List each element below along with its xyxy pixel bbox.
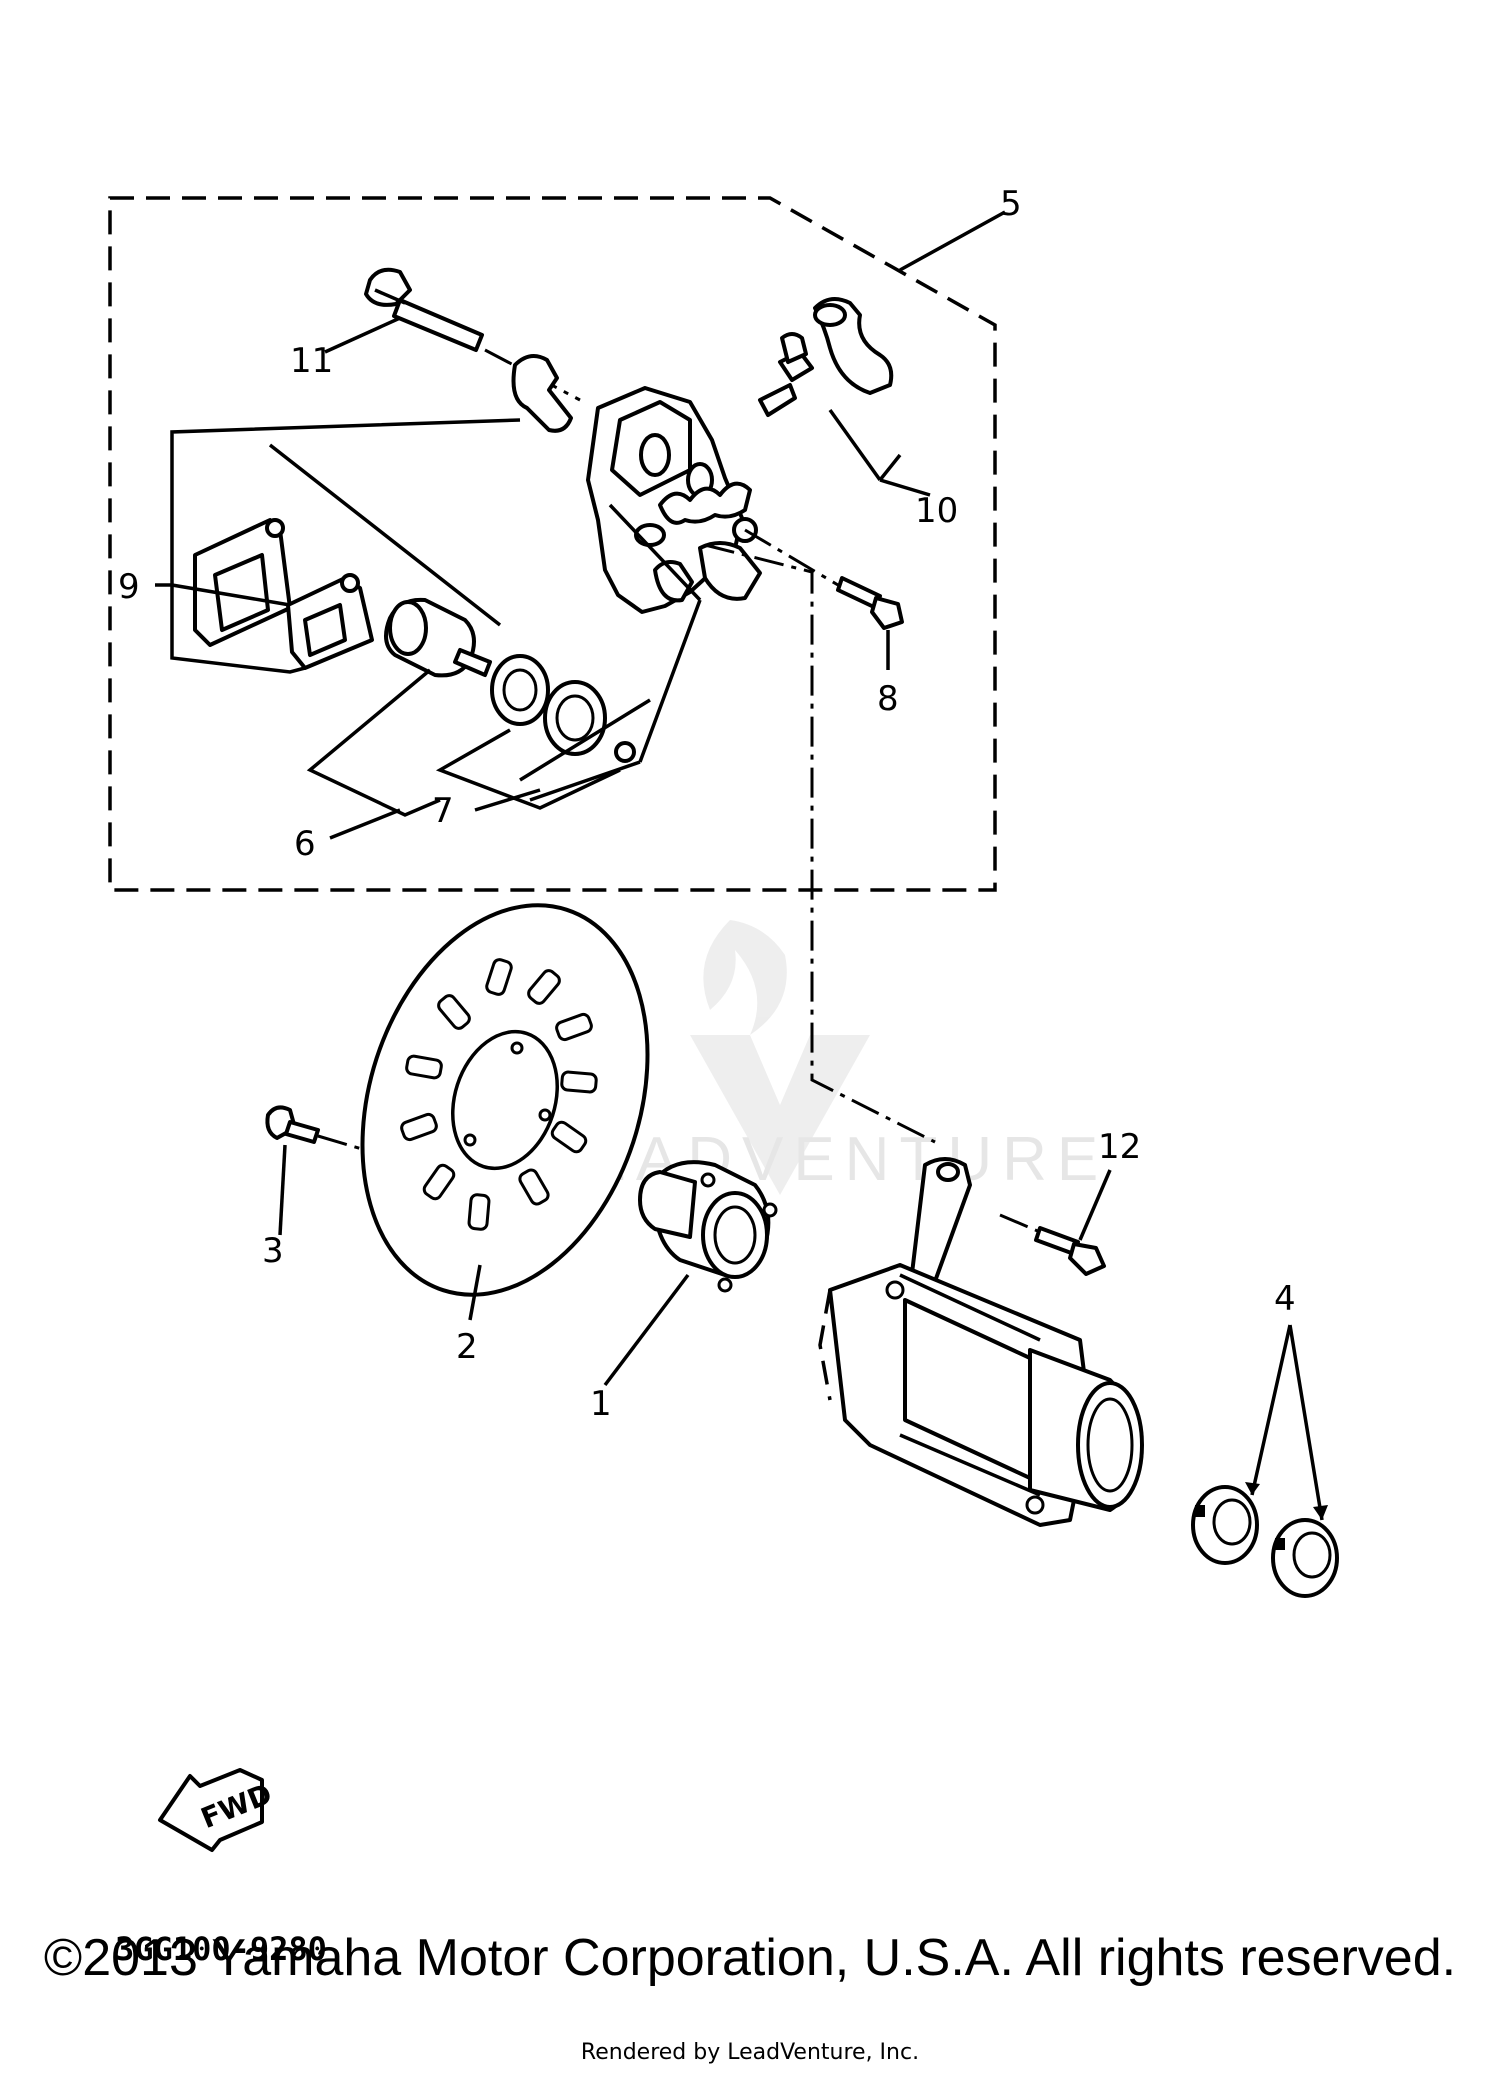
leader-12 [1078, 1169, 1112, 1241]
slide-pin-bolt [364, 267, 484, 352]
leader-5 [899, 210, 1006, 272]
callout-2: 2 [456, 1327, 478, 1367]
arrowhead-4b [1313, 1505, 1328, 1520]
bracket-bolt [1034, 1226, 1106, 1276]
callout-1: 1 [590, 1384, 612, 1424]
leader-10a [828, 408, 882, 482]
centerline-disc [317, 1134, 373, 1154]
brake-disc [360, 903, 650, 1297]
leader-1 [603, 1273, 690, 1387]
leader-11 [324, 316, 401, 354]
callout-6: 6 [294, 824, 316, 864]
bracket-6 [306, 668, 441, 817]
brake-hub [638, 1160, 778, 1293]
callout-3: 3 [262, 1231, 284, 1271]
centerline-caliper-bracket [704, 543, 936, 1144]
bracket-piston-kit [268, 443, 702, 802]
brake-pad-outer [193, 518, 292, 647]
rendered-by-notice: Rendered by LeadVenture, Inc. [580, 2040, 920, 2065]
piston [384, 597, 492, 678]
bleeder-screw [758, 332, 814, 417]
arrowhead-4a [1245, 1482, 1260, 1495]
fwd-arrow-icon: FWD [158, 1768, 277, 1852]
callout-10: 10 [915, 491, 958, 531]
callout-4: 4 [1274, 1279, 1296, 1319]
callout-12: 12 [1098, 1127, 1141, 1167]
callout-7: 7 [432, 791, 454, 831]
disc-bolt [265, 1105, 320, 1144]
small-o-ring [614, 741, 636, 763]
callout-5: 5 [1000, 184, 1022, 224]
bracket-7 [435, 728, 621, 812]
lock-nut-1 [1191, 1485, 1259, 1565]
bleeder-cap [813, 297, 894, 395]
caliper-body [586, 386, 762, 614]
leader-10c [879, 478, 931, 497]
diagram-code: 3GG100-9280 [115, 1930, 327, 1968]
leader-6 [329, 808, 401, 840]
lock-nut-2 [1271, 1518, 1339, 1598]
bracket-9 [170, 418, 521, 674]
leader-3 [278, 1144, 287, 1236]
brake-pad-inner [286, 573, 374, 670]
dust-seal [543, 680, 607, 756]
caliper-assembly-outline [108, 196, 997, 892]
callout-11: 11 [290, 341, 333, 381]
piston-seal [490, 654, 550, 726]
centerline-bolt [744, 528, 839, 587]
pad-clip [511, 354, 573, 433]
centerline-bracket-bolt [999, 1213, 1041, 1234]
leader-2 [468, 1264, 482, 1321]
callout-8: 8 [877, 679, 899, 719]
callout-9: 9 [118, 567, 140, 607]
caliper-bolt [836, 576, 904, 630]
leader-4 [1250, 1324, 1324, 1521]
caliper-bracket [818, 1157, 1144, 1527]
copyright-notice: ©2013 Yamaha Motor Corporation, U.S.A. A… [43, 1929, 1457, 1987]
leader-10b [878, 453, 902, 482]
